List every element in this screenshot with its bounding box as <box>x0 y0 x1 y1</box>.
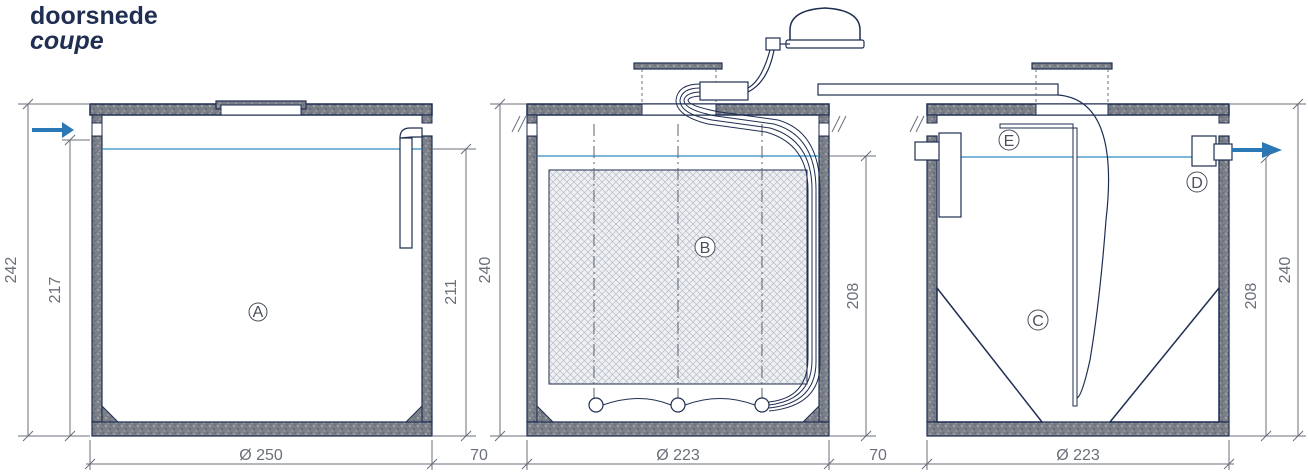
tank-a-left-wall <box>91 135 103 423</box>
tank-c-hopper-left <box>936 285 1044 423</box>
tank-b-floor <box>526 421 830 437</box>
dim-tank-a-total-height: 242 <box>3 257 20 284</box>
tank-b: B <box>526 62 830 437</box>
air-compressor <box>747 7 865 93</box>
tank-c-inlet-pipe <box>938 132 962 218</box>
return-pipe <box>817 83 1059 96</box>
inlet-arrow <box>32 122 74 138</box>
dim-tank-c-water-height: 208 <box>1243 283 1260 310</box>
tank-a-right-wall <box>421 135 433 423</box>
tank-c-left-wall <box>926 135 938 423</box>
dimension-lines <box>18 98 1306 470</box>
tank-c-right-wall <box>1218 135 1230 423</box>
dim-tank-a-inner-height: 217 <box>47 277 64 304</box>
tank-c-manhole-cover <box>1031 62 1113 70</box>
air-hoses <box>675 83 821 412</box>
dim-tank-b-water-height: 208 <box>845 283 862 310</box>
air-distribution-box <box>699 81 749 101</box>
dim-tank-a-water-height: 211 <box>443 279 460 305</box>
dim-tank-b-diameter: Ø 223 <box>656 447 700 464</box>
airlift-pipe <box>999 123 1078 407</box>
tank-c-hopper-right <box>1108 285 1220 423</box>
dim-tank-c-diameter: Ø 223 <box>1056 447 1100 464</box>
tank-c-outlet-box <box>1191 135 1217 167</box>
dim-tank-a-diameter: Ø 250 <box>239 447 283 464</box>
tank-b-manhole-cover <box>633 62 723 70</box>
title-french: coupe <box>30 27 104 55</box>
tank-c-label-d: D <box>1191 175 1203 192</box>
dim-tank-c-total-height: 240 <box>1277 257 1294 284</box>
tank-a-outlet-pipe <box>399 137 413 249</box>
title-dutch: doorsnede <box>30 2 158 30</box>
tank-a-label: A <box>253 304 264 321</box>
dim-tank-b-total-height: 240 <box>477 257 494 284</box>
tank-c-label-e: E <box>1004 133 1015 150</box>
tank-a: A <box>32 100 433 437</box>
tank-c: E D C <box>914 62 1282 437</box>
tank-a-floor <box>91 421 433 437</box>
outlet-arrow <box>1232 142 1282 158</box>
drawing-title: doorsnede coupe <box>30 4 158 54</box>
aerator-1 <box>588 397 604 413</box>
tank-c-label: C <box>1032 313 1044 330</box>
dim-gap-1: 70 <box>470 447 488 464</box>
aerator-2 <box>670 397 686 413</box>
tank-c-floor <box>926 421 1230 437</box>
tank-b-label: B <box>700 240 711 257</box>
tank-b-left-wall <box>526 135 538 423</box>
dim-gap-2: 70 <box>869 447 887 464</box>
aerator-3 <box>754 397 770 413</box>
